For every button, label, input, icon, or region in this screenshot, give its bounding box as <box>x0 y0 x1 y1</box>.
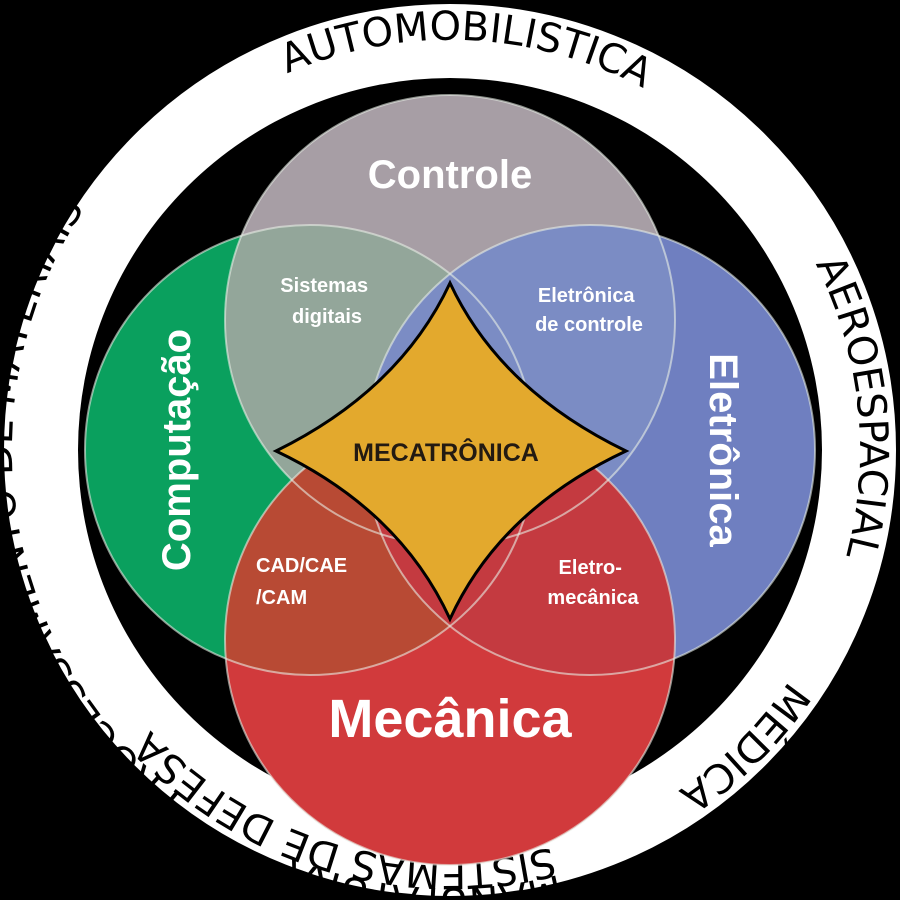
label-computacao: Computação <box>155 329 199 571</box>
label-sistemas-digitais: Sistemas digitais <box>280 275 373 328</box>
label-mecatronica: MECATRÔNICA <box>353 437 539 467</box>
label-controle: Controle <box>368 153 532 197</box>
label-eletronica: Eletrônica <box>701 353 745 547</box>
mecatronica-star <box>272 279 630 623</box>
label-eletronica-de-controle: Eletrônica de controle <box>535 285 643 336</box>
label-mecanica: Mecânica <box>328 689 572 749</box>
label-eletromecanica: Eletro- mecânica <box>547 557 639 609</box>
label-cad-cae-cam: CAD/CAE /CAM <box>256 555 353 609</box>
